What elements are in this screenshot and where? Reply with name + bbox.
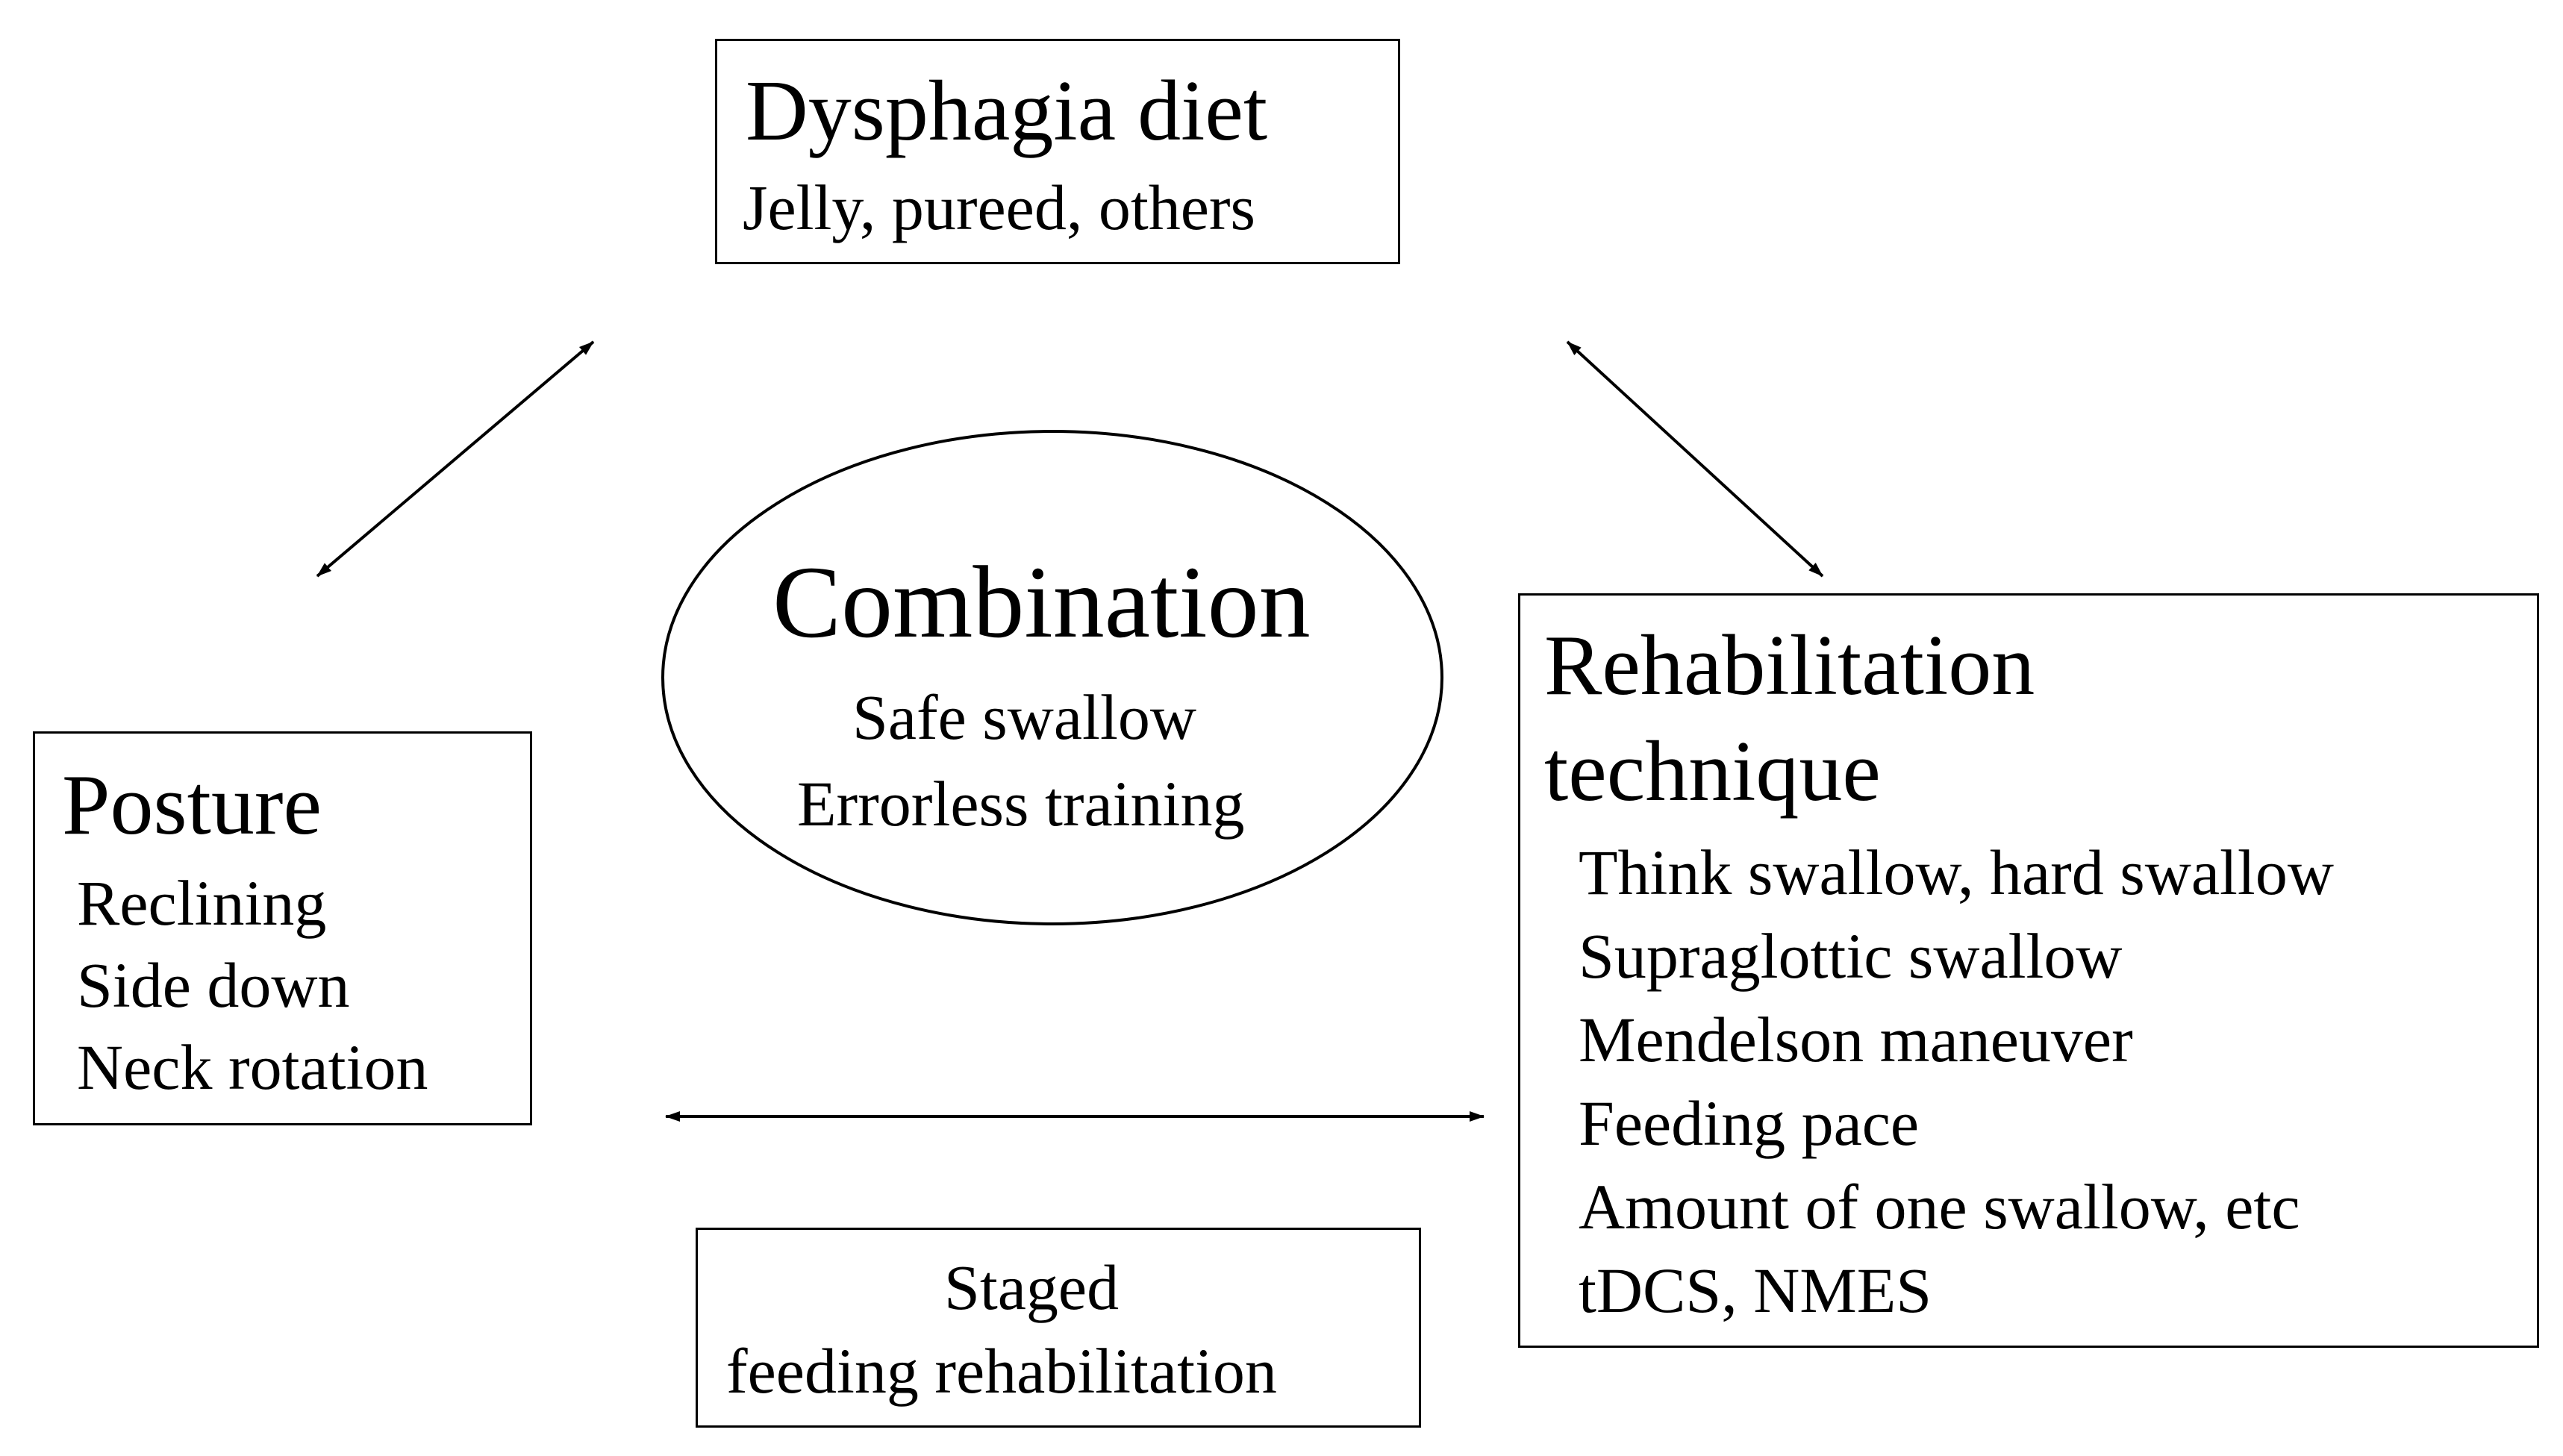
rehab-item-think-swallow: Think swallow, hard swallow — [1579, 837, 2334, 908]
dysphagia-diet-box: Dysphagia diet Jelly, pureed, others — [715, 39, 1400, 264]
dysphagia-diet-title: Dysphagia diet — [746, 63, 1268, 159]
arrow-diet-posture — [316, 340, 595, 578]
rehabilitation-title-line-2: technique — [1544, 724, 1881, 819]
posture-item-reclining: Reclining — [77, 867, 327, 939]
posture-title: Posture — [62, 757, 322, 853]
combination-title: Combination — [772, 545, 1311, 659]
rehabilitation-title-line-1: Rehabilitation — [1544, 618, 2035, 713]
dysphagia-diet-item: Jelly, pureed, others — [743, 172, 1255, 243]
combination-ellipse — [661, 430, 1443, 925]
combination-item-errorless-training: Errorless training — [797, 768, 1245, 840]
posture-box: Posture Reclining Side down Neck rotatio… — [33, 731, 532, 1125]
rehab-item-amount: Amount of one swallow, etc — [1579, 1171, 2300, 1243]
staged-feeding-box: Staged feeding rehabilitation — [696, 1228, 1421, 1428]
rehab-item-mendelson: Mendelson maneuver — [1579, 1004, 2133, 1075]
posture-item-neck-rotation: Neck rotation — [77, 1031, 428, 1103]
staged-line-1: Staged — [944, 1252, 1120, 1323]
arrow-diet-rehab — [1566, 340, 1824, 578]
rehab-item-tdcs-nmes: tDCS, NMES — [1579, 1255, 1932, 1326]
rehabilitation-technique-box: Rehabilitation technique Think swallow, … — [1518, 593, 2539, 1348]
rehab-item-feeding-pace: Feeding pace — [1579, 1087, 1920, 1159]
rehab-item-supraglottic: Supraglottic swallow — [1579, 920, 2123, 992]
staged-line-2: feeding rehabilitation — [726, 1335, 1277, 1407]
posture-item-side-down: Side down — [77, 949, 350, 1021]
combination-item-safe-swallow: Safe swallow — [852, 681, 1196, 753]
